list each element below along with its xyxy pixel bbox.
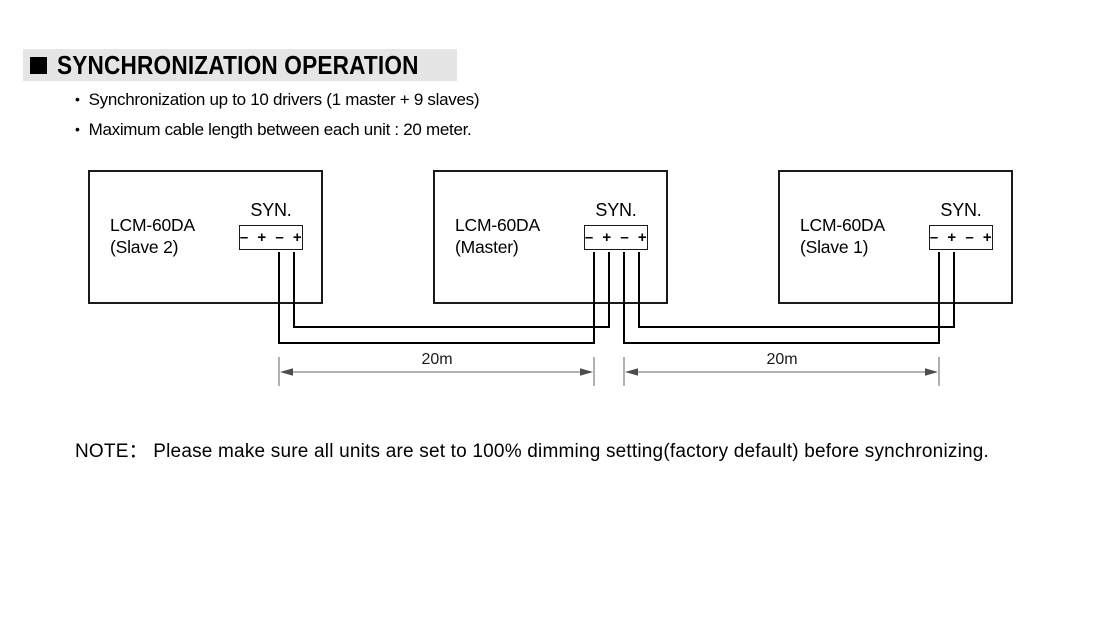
section-marker-square-icon [30, 56, 47, 74]
unit-role: (Slave 2) [110, 237, 179, 257]
unit-name-slave1: LCM-60DA (Slave 1) [800, 214, 885, 258]
terminal-polarity-signs: – + – + [239, 229, 305, 246]
syn-terminal-block: – + – + [584, 225, 648, 250]
unit-model: LCM-60DA [800, 215, 885, 235]
terminal-polarity-signs: – + – + [584, 229, 650, 246]
section-header: SYNCHRONIZATION OPERATION [23, 49, 457, 81]
unit-model: LCM-60DA [110, 215, 195, 235]
arrow-right-icon [925, 368, 938, 376]
syn-terminal-block: – + – + [239, 225, 303, 250]
bullet-cable-length: Maximum cable length between each unit :… [75, 120, 472, 140]
unit-box-slave1: LCM-60DA (Slave 1) SYN. – + – + [778, 170, 1013, 304]
arrow-left-icon [625, 368, 638, 376]
bullet-drivers-count: Synchronization up to 10 drivers (1 mast… [75, 90, 480, 110]
unit-role: (Slave 1) [800, 237, 869, 257]
unit-name-slave2: LCM-60DA (Slave 2) [110, 214, 195, 258]
syn-port-label: SYN. [940, 200, 982, 220]
unit-box-slave2: LCM-60DA (Slave 2) SYN. – + – + [88, 170, 323, 304]
arrow-left-icon [280, 368, 293, 376]
terminal-polarity-signs: – + – + [929, 229, 995, 246]
dimension-label-master-slave1: 20m [766, 351, 798, 368]
note-text: NOTE： Please make sure all units are set… [75, 441, 990, 462]
syn-port-label: SYN. [595, 200, 637, 220]
dimension-label-slave2-master: 20m [421, 351, 453, 368]
unit-box-master: LCM-60DA (Master) SYN. – + – + [433, 170, 668, 304]
section-title: SYNCHRONIZATION OPERATION [57, 49, 419, 80]
unit-name-master: LCM-60DA (Master) [455, 214, 540, 258]
syn-port-label: SYN. [250, 200, 292, 220]
unit-role: (Master) [455, 237, 519, 257]
unit-model: LCM-60DA [455, 215, 540, 235]
arrow-right-icon [580, 368, 593, 376]
syn-terminal-block: – + – + [929, 225, 993, 250]
